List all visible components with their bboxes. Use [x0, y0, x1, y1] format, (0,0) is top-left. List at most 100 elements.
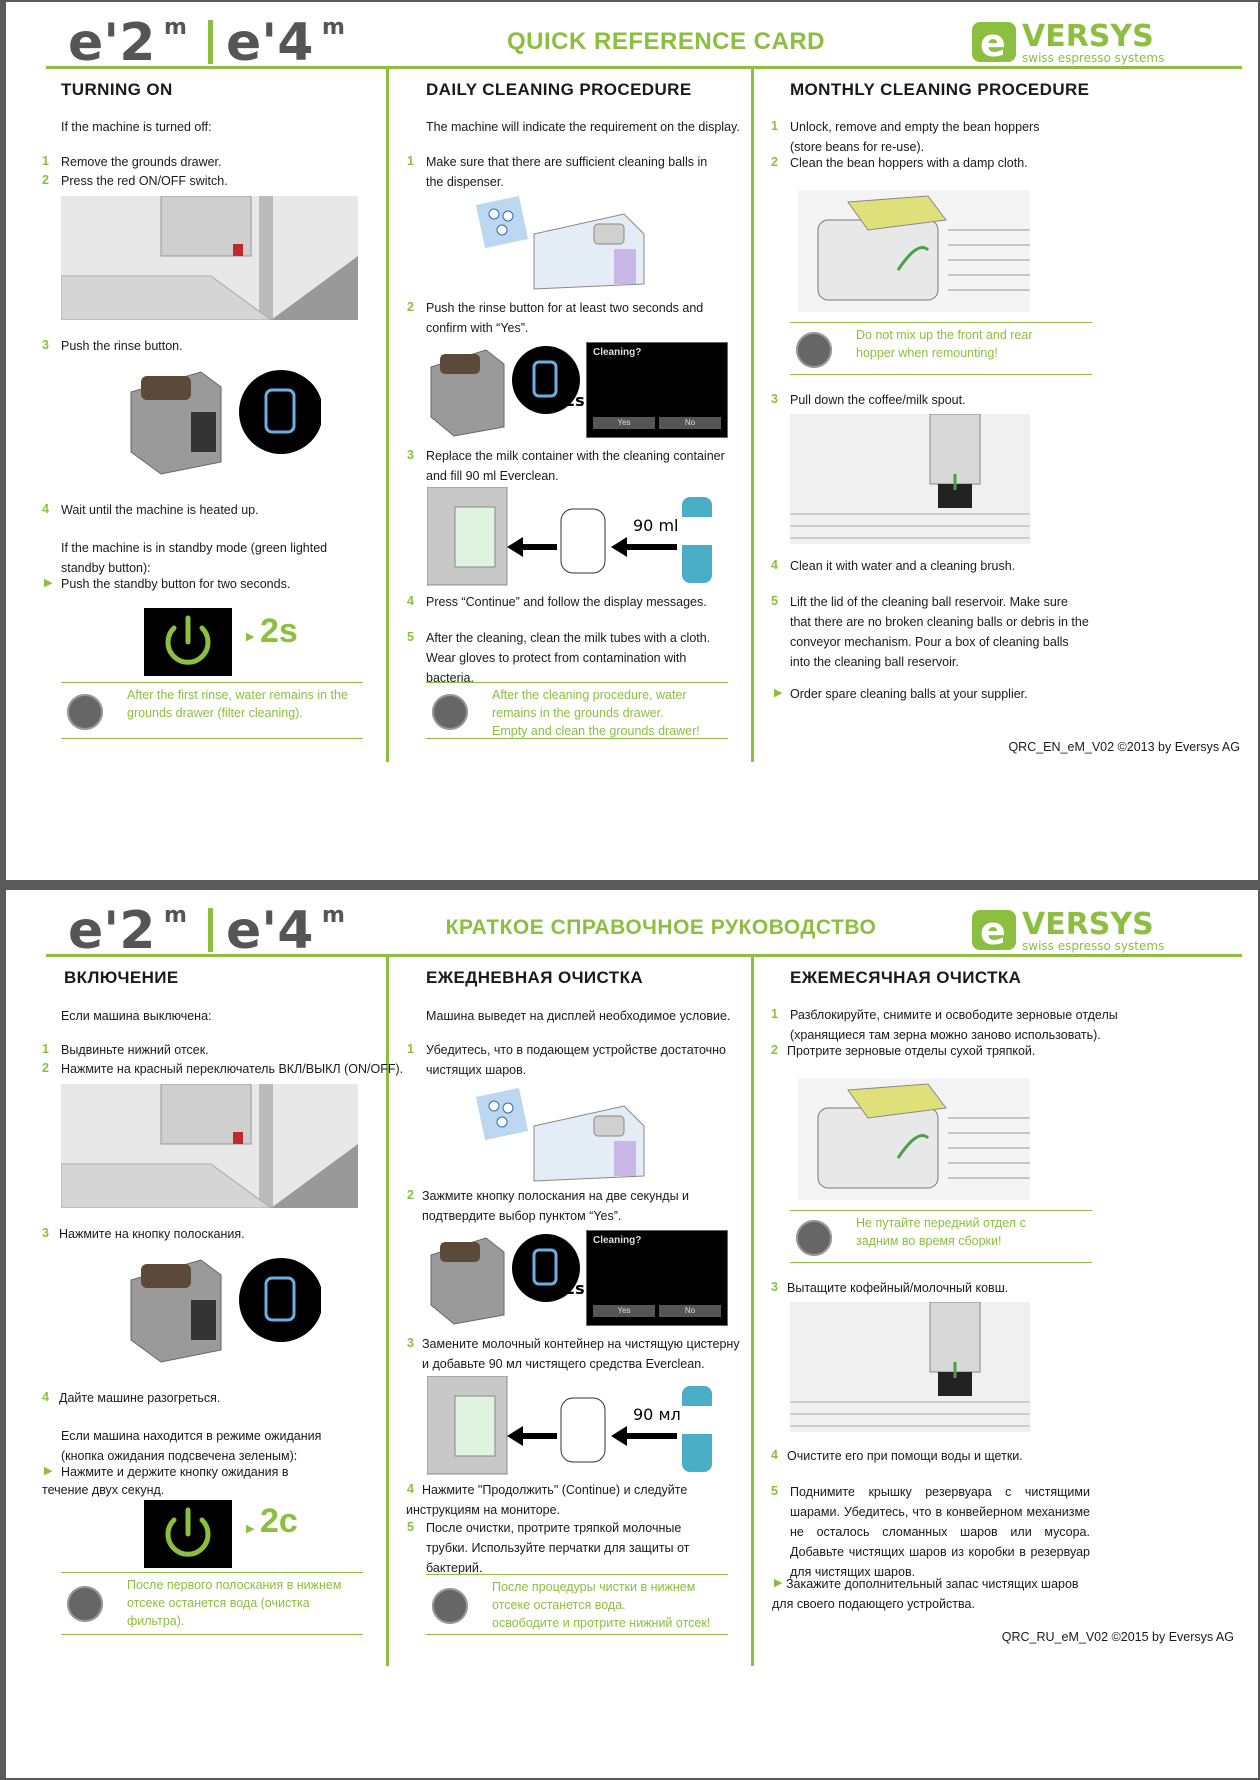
- step-number: 3: [407, 1336, 414, 1350]
- step-number: 5: [407, 630, 414, 644]
- display-screen: Cleaning? Yes No: [586, 342, 728, 438]
- step-text: Wait until the machine is heated up.: [61, 503, 259, 517]
- step-text: Push the standby button for two seconds.: [61, 577, 291, 591]
- display-yes-button: Yes: [593, 1305, 655, 1317]
- tip-text: После процедуры чистки в нижнем отсеке о…: [492, 1580, 711, 1630]
- coffee-spout-photo: [790, 1302, 1030, 1432]
- svg-text:e: e: [980, 21, 1006, 65]
- step-number: 3: [42, 338, 49, 352]
- step-text: Make sure that there are sufficient clea…: [426, 155, 708, 189]
- e2m-e4m-logo: e'2 m e'4 m: [68, 14, 345, 70]
- svg-text:m: m: [322, 903, 345, 928]
- header-divider: [46, 954, 1242, 957]
- step-text: Press “Continue” and follow the display …: [426, 595, 707, 609]
- step-text: Замените молочный контейнер на чистящую …: [422, 1337, 740, 1371]
- display-screen: Cleaning? Yes No: [586, 1230, 728, 1326]
- step-number: 3: [771, 392, 778, 406]
- section-title-turning-on: TURNING ON: [61, 80, 173, 99]
- svg-text:e'4: e'4: [226, 902, 313, 958]
- step-number: 2: [42, 1061, 49, 1075]
- step-number: 1: [771, 119, 778, 133]
- lightbulb-icon: [67, 694, 103, 730]
- seconds-label: 2s: [260, 612, 298, 650]
- svg-text:e'2: e'2: [68, 14, 155, 70]
- machine-2s-illustration: 2s: [426, 342, 586, 438]
- step-text: Нажмите и держите кнопку ожидания в: [61, 1465, 289, 1479]
- step-text: Очистите его при помощи воды и щетки.: [787, 1449, 1023, 1463]
- step-number: 1: [42, 154, 49, 168]
- tip-text: After the cleaning procedure, water rema…: [492, 688, 700, 738]
- svg-text:90 мл: 90 мл: [633, 1405, 681, 1424]
- step-text: Clean the bean hoppers with a damp cloth…: [790, 156, 1028, 170]
- step-text: Remove the grounds drawer.: [61, 155, 222, 169]
- svg-text:e'4: e'4: [226, 14, 313, 70]
- intro-text: Машина выведет на дисплей необходимое ус…: [426, 1009, 731, 1023]
- step-text: течение двух секунд.: [42, 1483, 165, 1497]
- svg-text:2s: 2s: [564, 391, 585, 410]
- step-number: 2: [771, 155, 778, 169]
- display-no-button: No: [659, 417, 721, 429]
- step-number: 4: [42, 502, 49, 516]
- intro-text: The machine will indicate the requiremen…: [426, 120, 740, 134]
- step-number: 4: [407, 1482, 414, 1496]
- step-number: 1: [771, 1007, 778, 1021]
- step-text: Выдвиньте нижний отсек.: [61, 1043, 209, 1057]
- svg-text:e'2: e'2: [68, 902, 155, 958]
- seconds-label: 2с: [260, 1502, 298, 1540]
- step-text: Push the rinse button for at least two s…: [426, 301, 704, 335]
- machine-front-photo: [61, 196, 358, 320]
- tip-text: Do not mix up the front and rear hopper …: [856, 328, 1033, 360]
- step-text: Unlock, remove and empty the bean hopper…: [790, 120, 1040, 154]
- milk-container-illustration: 90 мл: [427, 1376, 717, 1476]
- lightbulb-icon: [796, 1220, 832, 1256]
- tip-text: Не путайте передний отдел с задним во вр…: [856, 1216, 1026, 1248]
- e2m-e4m-logo: e'2 m e'4 m: [68, 902, 345, 958]
- lightbulb-icon: [796, 332, 832, 368]
- document-code: QRC_EN_eM_V02 ©2013 by Eversys AG: [1008, 740, 1240, 754]
- step-text: Убедитесь, что в подающем устройстве дос…: [426, 1043, 727, 1077]
- step-text: After the cleaning, clean the milk tubes…: [426, 631, 711, 685]
- step-number: 3: [771, 1280, 778, 1294]
- tip-text: После первого полоскания в нижнем отсеке…: [127, 1578, 342, 1628]
- step-number: 4: [42, 1390, 49, 1404]
- svg-text:VERSYS: VERSYS: [1022, 20, 1154, 54]
- svg-text:swiss espresso systems: swiss espresso systems: [1022, 51, 1164, 65]
- section-title-monthly-cleaning: MONTHLY CLEANING PROCEDURE: [790, 80, 1090, 99]
- standby-text: If the machine is in standby mode (green…: [61, 541, 328, 575]
- step-number: 5: [407, 1520, 414, 1534]
- column-divider: [751, 956, 754, 1666]
- intro-text: If the machine is turned off:: [61, 120, 212, 134]
- step-text: Replace the milk container with the clea…: [426, 449, 725, 483]
- header-divider: [46, 66, 1242, 69]
- section-title-daily-cleaning: ЕЖЕДНЕВНАЯ ОЧИСТКА: [426, 968, 644, 987]
- step-number: 2: [42, 173, 49, 187]
- eversys-logo: e VERSYS swiss espresso systems: [972, 908, 1164, 953]
- document-code: QRC_RU_eM_V02 ©2015 by Eversys AG: [1001, 1630, 1234, 1644]
- standby-power-icon: [144, 608, 232, 676]
- column-divider: [386, 956, 389, 1666]
- column-divider: [751, 68, 754, 762]
- eversys-logo: e VERSYS swiss espresso systems: [972, 20, 1164, 65]
- bullet-arrow-icon: ▶: [774, 1577, 783, 1589]
- svg-text:m: m: [322, 15, 345, 40]
- cleaning-balls-illustration: [474, 1086, 662, 1186]
- bullet-arrow-icon: ▶: [44, 577, 53, 589]
- milk-container-illustration: 90 ml: [427, 487, 717, 587]
- lightbulb-icon: [67, 1586, 103, 1622]
- step-number: 3: [407, 448, 414, 462]
- step-text: После очистки, протрите тряпкой молочные…: [426, 1521, 690, 1575]
- intro-text: Если машина выключена:: [61, 1009, 212, 1023]
- step-number: 2: [771, 1043, 778, 1057]
- reference-card-ru: e'2 m e'4 m КРАТКОЕ СПРАВОЧНОЕ РУКОВОДСТ…: [6, 890, 1258, 1778]
- svg-text:swiss espresso systems: swiss espresso systems: [1022, 939, 1164, 953]
- bean-hopper-photo: [798, 190, 1030, 312]
- coffee-spout-photo: [790, 414, 1030, 544]
- tip-text: After the first rinse, water remains in …: [127, 688, 348, 720]
- step-text: Clean it with water and a cleaning brush…: [790, 559, 1016, 573]
- step-number: 3: [42, 1226, 49, 1240]
- step-number: 5: [771, 1484, 778, 1498]
- step-text: Вытащите кофейный/молочный ковш.: [787, 1281, 1009, 1295]
- section-title-turning-on: ВКЛЮЧЕНИЕ: [64, 968, 179, 987]
- lightbulb-icon: [432, 1588, 468, 1624]
- machine-front-photo: [61, 1084, 358, 1208]
